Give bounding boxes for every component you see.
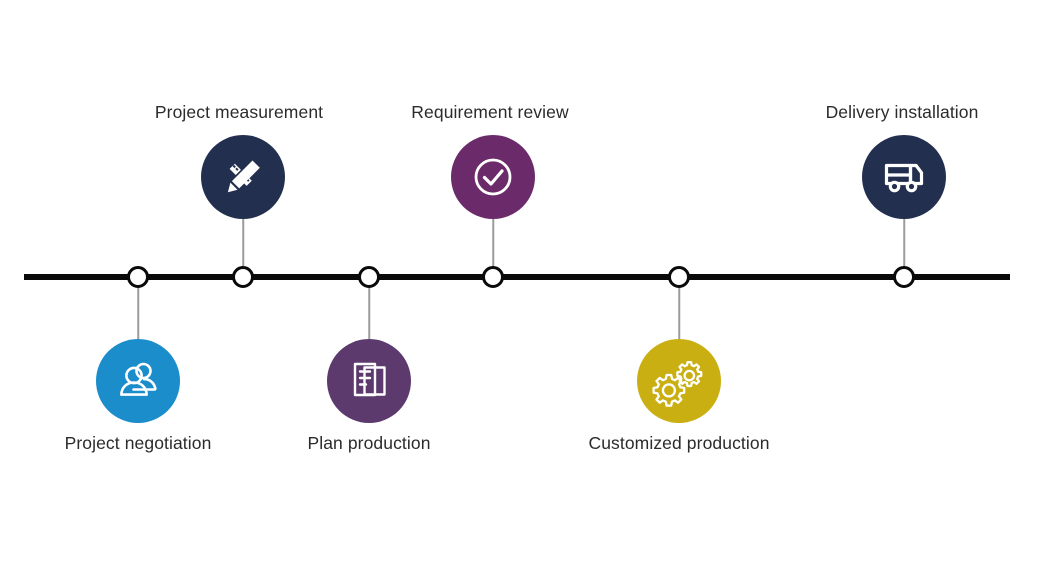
timeline-node-delivery-installation[interactable] [893, 266, 915, 288]
timeline-node-requirement-review[interactable] [482, 266, 504, 288]
people-icon [120, 362, 157, 396]
connector-stem-project-negotiation [137, 280, 139, 339]
icon-bubble-project-measurement[interactable] [201, 135, 285, 219]
connector-stem-customized-production [678, 280, 680, 339]
step-label-customized-production: Customized production [588, 433, 770, 453]
gears-icon [652, 361, 703, 407]
icon-bubble-plan-production[interactable] [327, 339, 411, 423]
timeline-node-project-negotiation[interactable] [127, 266, 149, 288]
step-label-project-negotiation: Project negotiation [64, 433, 212, 453]
connector-stem-plan-production [368, 280, 370, 339]
step-label-delivery-installation: Delivery installation [825, 102, 979, 122]
connector-stem-requirement-review [492, 219, 494, 274]
timeline-node-plan-production[interactable] [358, 266, 380, 288]
icon-bubble-delivery-installation[interactable] [862, 135, 946, 219]
step-label-project-measurement: Project measurement [154, 102, 324, 122]
icon-bubble-project-negotiation[interactable] [96, 339, 180, 423]
timeline-axis [24, 274, 1010, 280]
timeline-node-customized-production[interactable] [668, 266, 690, 288]
connector-stem-delivery-installation [903, 219, 905, 274]
timeline-node-project-measurement[interactable] [232, 266, 254, 288]
delivery-truck-icon [884, 163, 924, 193]
pencil-ruler-icon [227, 160, 260, 193]
icon-bubble-requirement-review[interactable] [451, 135, 535, 219]
step-label-plan-production: Plan production [307, 433, 431, 453]
connector-stem-project-measurement [242, 219, 244, 274]
step-label-requirement-review: Requirement review [411, 102, 569, 122]
documents-icon [353, 362, 386, 397]
check-circle-icon [474, 158, 512, 196]
icon-bubble-customized-production[interactable] [637, 339, 721, 423]
